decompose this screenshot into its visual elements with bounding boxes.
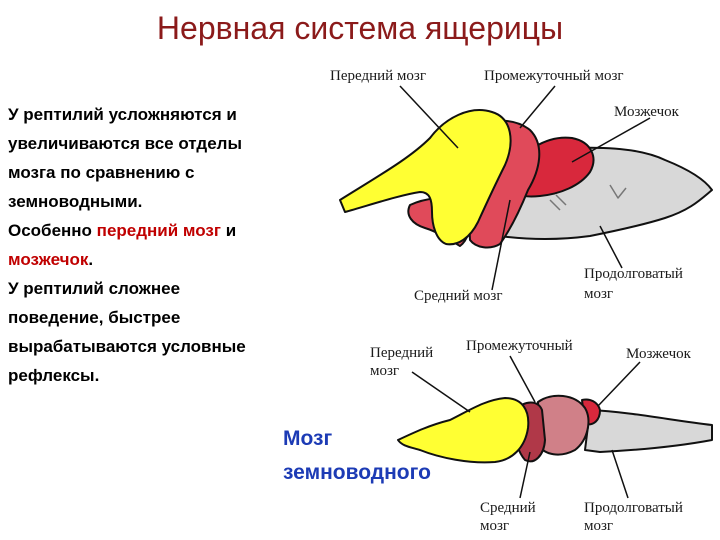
text-line: рефлексы.	[8, 366, 100, 385]
label-amphibian-medulla-1: Продолговатый	[584, 500, 683, 516]
amphibian-midbrain	[537, 394, 590, 456]
highlight-forebrain: передний мозг	[96, 221, 221, 240]
caption-line: Мозг	[283, 427, 333, 450]
amphibian-leader-lines	[411, 355, 641, 499]
text-line: мозжечок.	[8, 245, 308, 274]
reptile-leader-lines	[399, 85, 651, 291]
label-amphibian-forebrain-1: Передний	[370, 345, 434, 361]
amphibian-brain	[397, 394, 713, 464]
text-line: У рептилий усложняются и	[8, 105, 237, 124]
label-amphibian-midbrain-2: мозг	[480, 518, 510, 534]
label-reptile-medulla-2: мозг	[584, 286, 614, 302]
label-amphibian-midbrain-1: Средний	[480, 500, 536, 516]
label-amphibian-medulla-2: мозг	[584, 518, 614, 534]
amphibian-caption: Мозг земноводного	[283, 422, 473, 490]
label-amphibian-cerebellum: Мозжечок	[626, 346, 691, 362]
reptile-forebrain	[339, 109, 512, 246]
label-amphibian-forebrain-2: мозг	[370, 363, 400, 379]
label-reptile-forebrain: Передний мозг	[330, 68, 426, 84]
text-line: вырабатываются условные	[8, 337, 246, 356]
amphibian-medulla	[584, 409, 713, 453]
label-reptile-medulla-1: Продолговатый	[584, 266, 683, 282]
label-amphibian-diencephalon: Промежуточный	[466, 338, 573, 354]
reptile-brain	[339, 109, 713, 249]
label-reptile-diencephalon: Промежуточный мозг	[484, 68, 624, 84]
text-line: увеличиваются все отделы	[8, 134, 242, 153]
text-line: У рептилий сложнее	[8, 279, 181, 298]
text-line: Особенно передний мозг и	[8, 216, 308, 245]
text-fragment: Особенно	[8, 221, 97, 240]
text-line: земноводными.	[8, 192, 143, 211]
body-text: У рептилий усложняются и увеличиваются в…	[8, 100, 308, 390]
text-fragment: .	[88, 250, 94, 269]
amphibian-forebrain	[397, 397, 530, 464]
slide-title: Нервная система ящерицы	[156, 10, 564, 46]
caption-line: земноводного	[283, 461, 431, 484]
label-reptile-cerebellum: Мозжечок	[614, 104, 679, 120]
text-line: мозга по сравнению с	[8, 163, 195, 182]
highlight-cerebellum: мозжечок	[8, 250, 89, 269]
label-reptile-midbrain: Средний мозг	[414, 288, 503, 304]
text-line: поведение, быстрее	[8, 308, 181, 327]
text-fragment: и	[220, 221, 237, 240]
